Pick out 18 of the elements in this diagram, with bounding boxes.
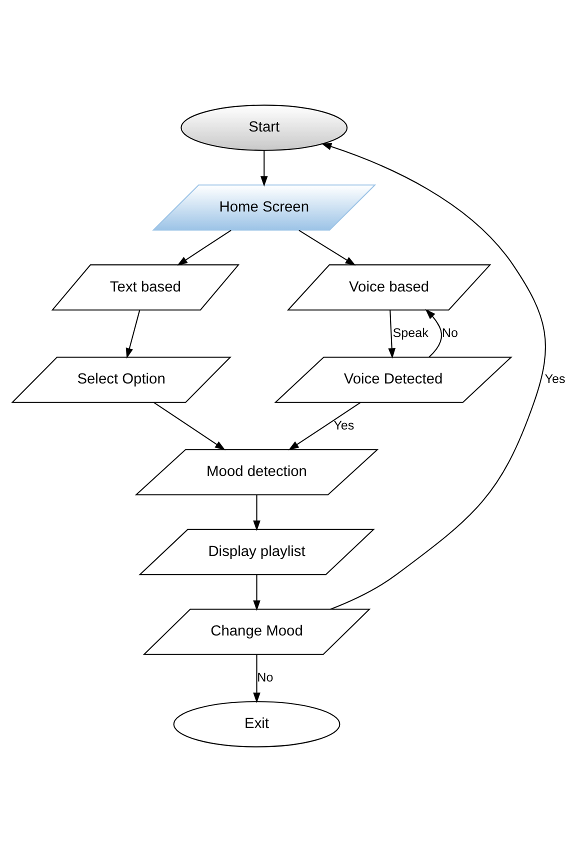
node-ellipse: Exit <box>173 701 340 748</box>
edge-label: Yes <box>334 418 354 432</box>
arrow <box>253 654 260 704</box>
edge-label: No <box>442 326 458 340</box>
arrow <box>388 310 396 359</box>
edge-label: Yes <box>544 372 566 386</box>
arrow <box>253 494 260 532</box>
arrow <box>298 230 356 266</box>
arrow <box>260 150 268 187</box>
arrow <box>288 402 361 450</box>
arrow <box>253 574 260 611</box>
arrow <box>321 143 546 610</box>
arrow <box>177 230 232 266</box>
arrow <box>126 310 140 359</box>
arrow <box>425 309 442 358</box>
edge-label: No <box>257 670 274 684</box>
edge-label: Speak <box>392 326 428 340</box>
arrow <box>153 402 226 450</box>
